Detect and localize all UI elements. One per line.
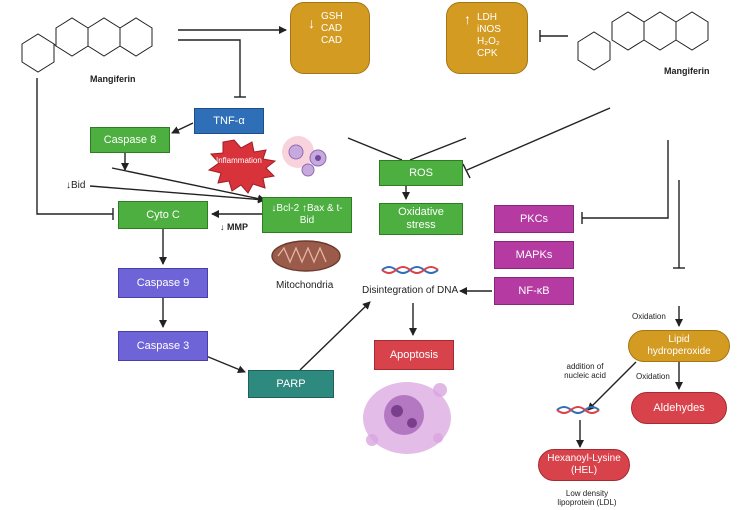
inhibit-bar-ros [462, 163, 471, 179]
hel-node: Hexanoyl-Lysine (HEL) [538, 449, 630, 481]
gsh-cad-box: ↓ GSH CAD CAD [290, 2, 370, 74]
line-left-into-ros [347, 137, 403, 161]
dna-helix-icon [381, 266, 439, 274]
pkcs-node: PKCs [494, 205, 574, 233]
dna-helix-icon [556, 406, 600, 414]
bid-label: ↓Bid [66, 180, 86, 191]
increase-arrow-icon: ↑ [464, 11, 471, 27]
gsh-item: CAD [321, 35, 343, 46]
gsh-item: CAD [321, 23, 343, 34]
ldh-item: iNOS [477, 24, 501, 35]
caspase8-node: Caspase 8 [90, 127, 170, 153]
arrow-caspase3-to-parp [205, 355, 246, 374]
oxidation-label-2: Oxidation [636, 372, 670, 381]
ldh-item: H₂O₂ [477, 36, 500, 47]
oxidative-stress-node: Oxidative stress [379, 203, 463, 235]
inflamed-cells-icon [282, 136, 327, 177]
ldh-inos-box: ↑ LDH iNOS H₂O₂ CPK [446, 2, 528, 74]
mmp-label: ↓ MMP [220, 222, 248, 232]
arrow-lipid-to-nucleic [587, 361, 637, 411]
parp-node: PARP [248, 370, 334, 398]
ldh-item: LDH [477, 12, 498, 23]
cyto-c-node: Cyto C [118, 201, 208, 229]
inflammation-burst-icon [207, 139, 277, 194]
apoptotic-cell-icon [363, 382, 451, 454]
mangiferin-structure-right [577, 11, 709, 71]
mangiferin-label-right: Mangiferin [664, 66, 710, 76]
inhibit-mangiferin-to-cytoc [36, 78, 113, 215]
inhibit-mangiferin-to-tnf [178, 39, 241, 97]
lipid-hydroperoxide-node: Lipid hydroperoxide [628, 330, 730, 362]
line-right-into-ros [409, 137, 467, 161]
mapks-node: MAPKs [494, 241, 574, 269]
arrow-parp-to-dna [299, 301, 371, 371]
mangiferin-label-left: Mangiferin [90, 74, 136, 84]
ldl-label: Low density lipoprotein (LDL) [557, 489, 617, 507]
apoptosis-node: Apoptosis [374, 340, 454, 370]
inhibit-mangiferin-to-pkcs [582, 140, 669, 219]
nfkb-node: NF-κB [494, 277, 574, 305]
oxidation-label-1: Oxidation [632, 312, 666, 321]
dna-disintegration-label: Disintegration of DNA [362, 285, 459, 296]
caspase3-node: Caspase 3 [118, 331, 208, 361]
aldehydes-node: Aldehydes [631, 392, 727, 424]
gsh-item: GSH [321, 11, 343, 22]
ldh-item: CPK [477, 48, 498, 59]
arrow-tnf-to-caspase8 [171, 122, 194, 134]
inhibit-mangiferin-to-ros [466, 107, 611, 171]
tnf-alpha-node: TNF-α [194, 108, 264, 134]
inflammation-label: Inflammation [216, 156, 262, 165]
mitochondria-icon [271, 240, 341, 272]
mangiferin-structure-left [21, 17, 153, 73]
ros-node: ROS [379, 160, 463, 186]
bcl2-bax-node: ↓Bcl-2 ↑Bax & t-Bid [262, 197, 352, 233]
nucleic-acid-label: addition of nucleic acid [564, 362, 606, 380]
caspase9-node: Caspase 9 [118, 268, 208, 298]
mitochondria-label: Mitochondria [276, 280, 334, 291]
arrow-bid-to-bcl2 [89, 185, 266, 204]
decrease-arrow-icon: ↓ [308, 15, 315, 31]
arrow-caspase8-to-bcl2 [111, 167, 266, 203]
